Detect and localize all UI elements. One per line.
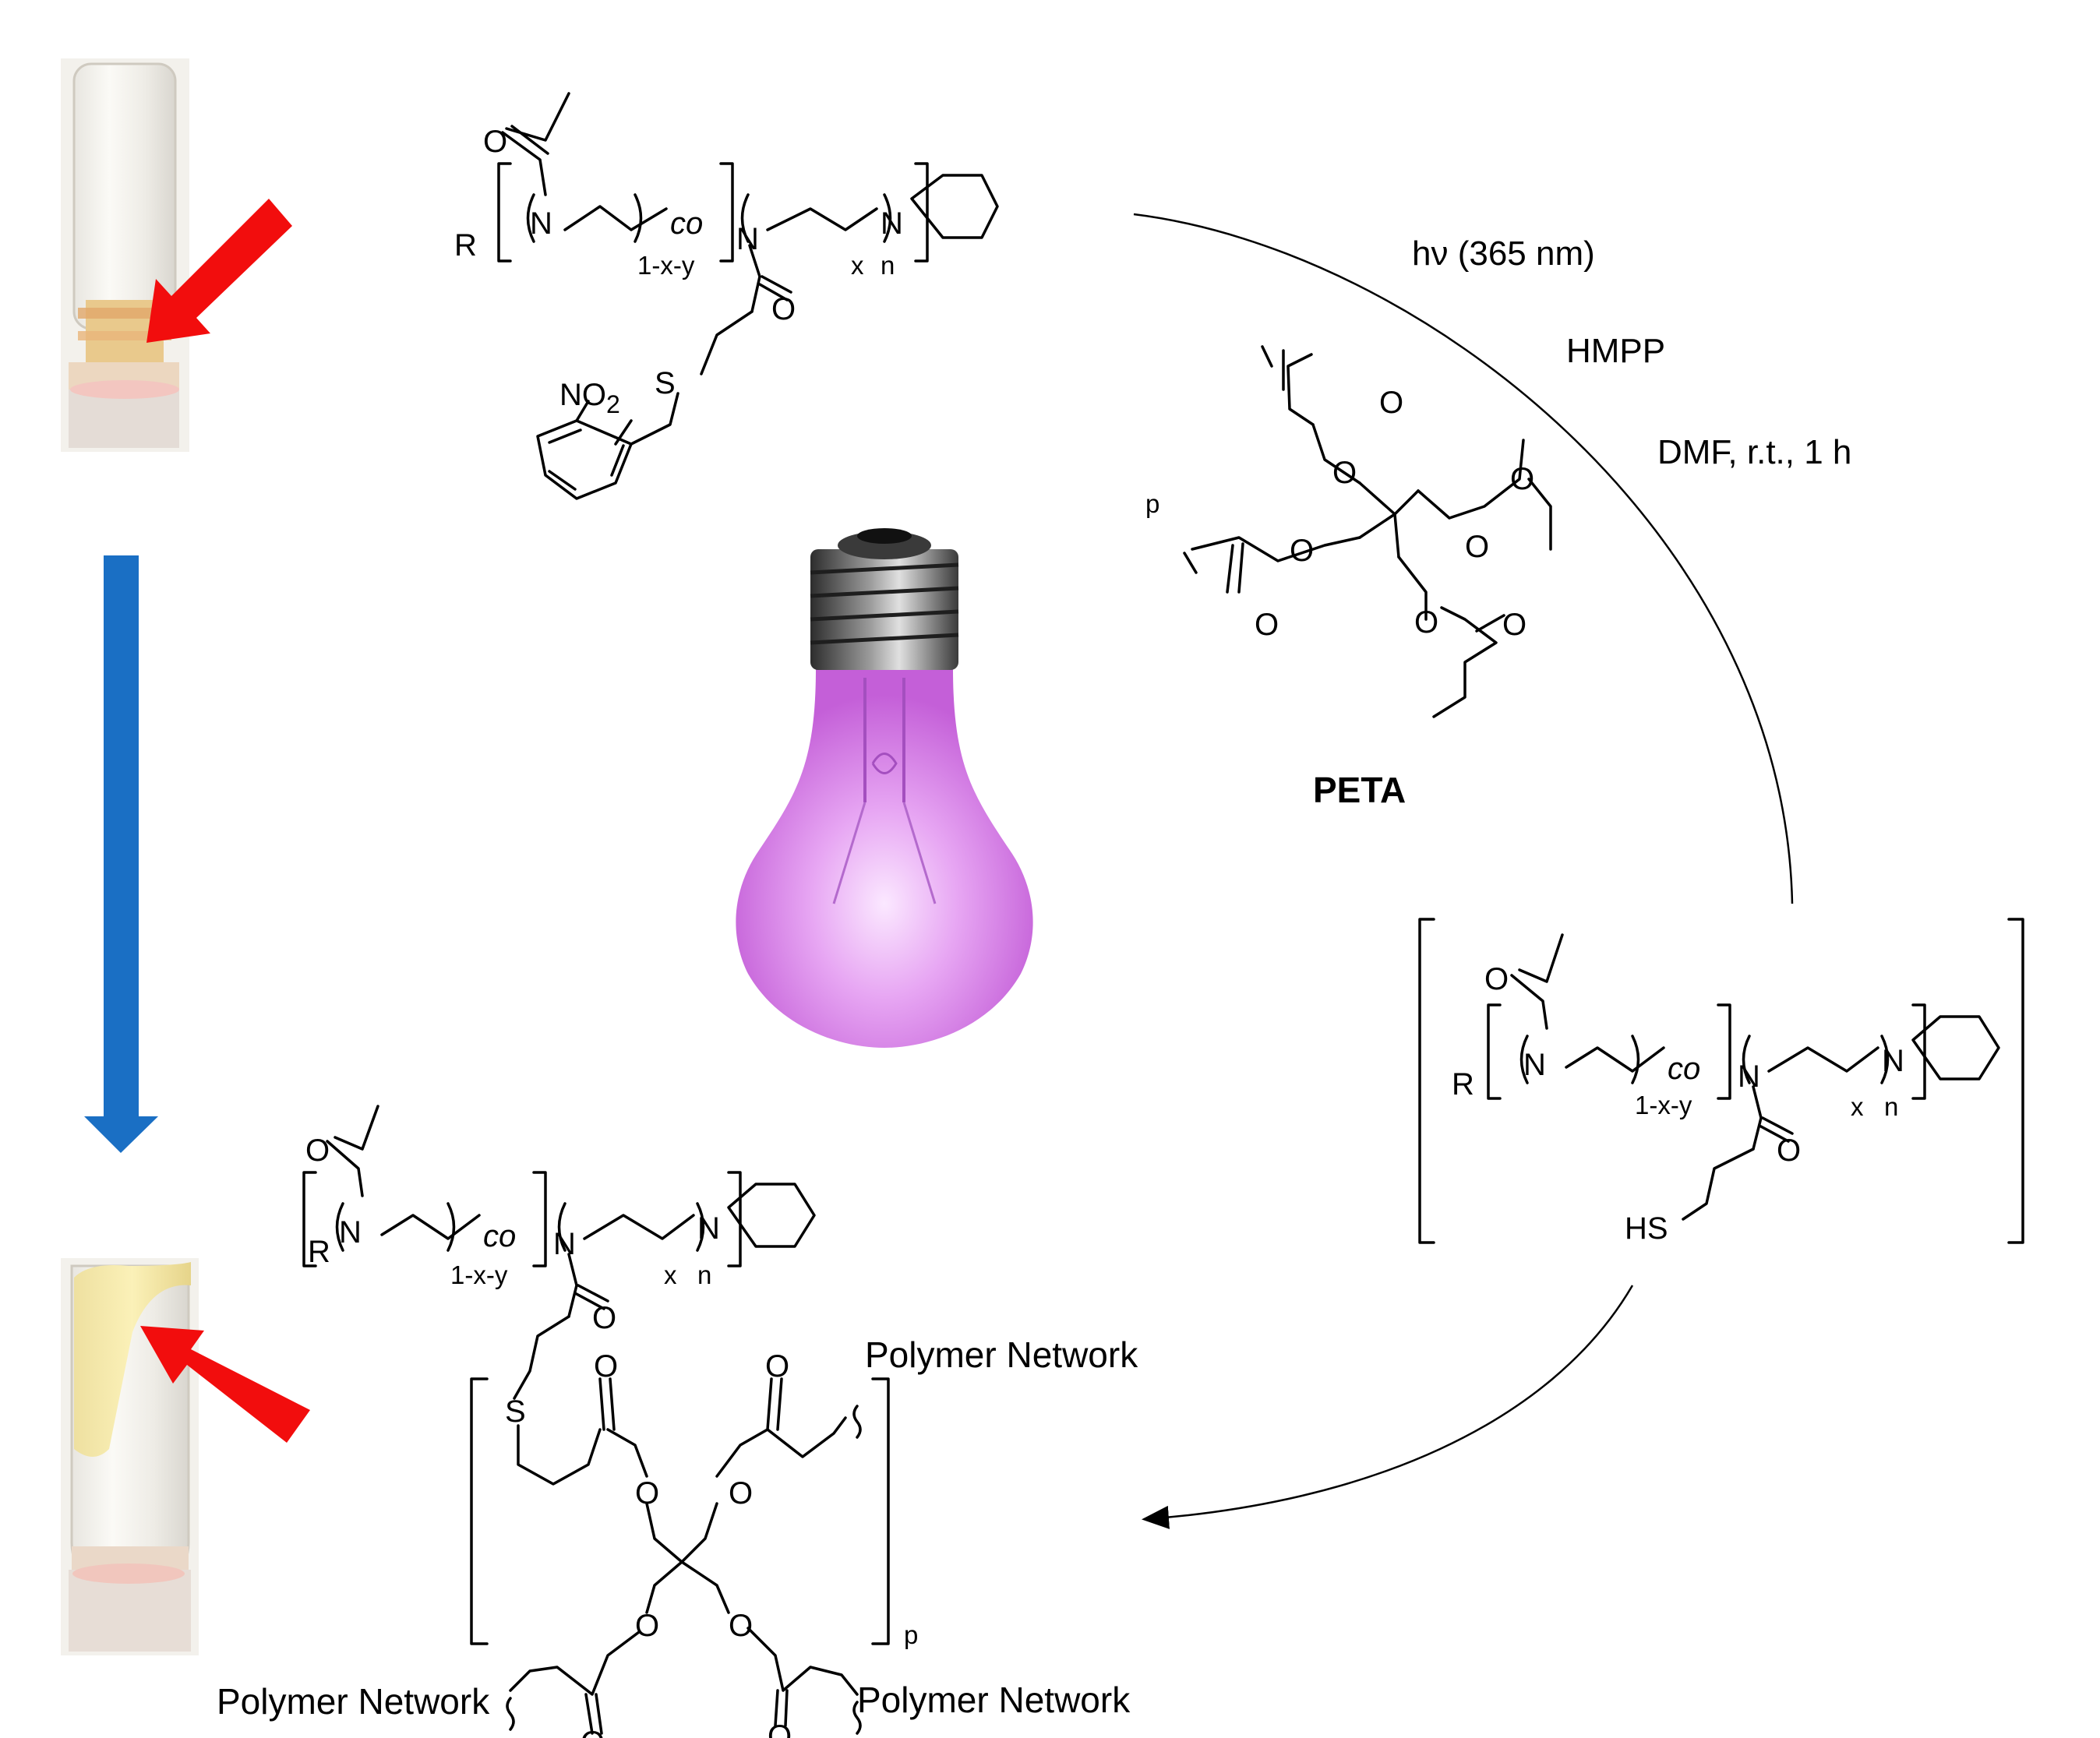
comonomer-label: co [483,1219,516,1253]
atom-o: O [1484,962,1509,996]
subscript-n: n [1884,1092,1898,1121]
condition-solvent-time: DMF, r.t., 1 h [1657,433,1851,471]
atom-o: O [635,1609,659,1643]
atom-o: O [483,125,507,159]
atom-o: O [1255,608,1279,642]
subscript-1-x-y: 1-x-y [1635,1091,1692,1119]
polymer-network-structure [302,1105,890,1735]
subscript-1-x-y: 1-x-y [637,251,695,280]
atom-o: O [1510,462,1534,496]
vial-photo-before [61,58,189,452]
atom-n: N [736,222,759,256]
thiol-group: HS [1625,1211,1668,1246]
atom-o: O [1290,534,1314,568]
atom-r: R [454,228,477,263]
atom-o: O [1502,608,1526,642]
atom-n: N [1882,1044,1904,1078]
atom-n: N [1523,1048,1546,1082]
label-polymer-network-top: Polymer Network [865,1334,1138,1375]
atom-n: N [881,206,903,241]
atom-n: N [1738,1059,1760,1094]
atom-o: O [635,1476,659,1511]
atom-o: O [1465,530,1489,564]
atom-o: O [305,1133,330,1168]
atom-o: O [729,1476,753,1511]
condition-initiator: HMPP [1566,332,1665,370]
atom-r: R [1452,1067,1474,1102]
subscript-x: x [1851,1092,1864,1121]
nitro-main: NO [559,378,606,412]
reaction-arc [1133,213,1794,1529]
nitro-sub: 2 [606,390,620,418]
atom-n: N [530,206,552,241]
polymer-thiol-structure [1418,918,2024,1244]
atom-o: O [729,1609,753,1643]
label-polymer-network-left: Polymer Network [217,1681,490,1722]
atom-n: N [339,1215,362,1250]
atom-o: O [581,1726,605,1738]
atom-o: O [771,292,796,326]
light-bulb-icon [736,528,1033,1048]
subscript-1-x-y: 1-x-y [450,1260,508,1289]
subscript-x: x [664,1260,677,1289]
polymer-protected-structure [497,92,999,500]
atom-o: O [765,1349,789,1384]
red-arrow-icon [140,1326,310,1443]
subscript-n: n [881,251,895,280]
vial-photo-after [61,1258,199,1655]
atom-s: S [655,366,676,400]
red-arrow-icon [146,199,292,343]
nitro-group: NO2 [559,378,620,418]
atom-o: O [768,1719,792,1738]
subscript-n: n [697,1260,711,1289]
atom-o: O [594,1349,618,1384]
atom-o: O [592,1301,616,1335]
condition-light: hν (365 nm) [1412,234,1595,273]
peta-structure [1183,345,1552,718]
peta-count-label: p [1145,489,1159,518]
atom-n: N [553,1227,576,1261]
comonomer-label: co [1668,1052,1700,1086]
atom-n: N [697,1211,720,1246]
atom-o: O [1414,605,1438,640]
atom-o: O [1379,386,1403,420]
atom-r: R [308,1235,330,1269]
atom-s: S [505,1394,526,1429]
comonomer-label: co [670,206,703,241]
network-repeat-subscript: p [904,1620,918,1649]
subscript-x: x [851,251,864,280]
atom-o: O [1777,1133,1801,1168]
label-polymer-network-right: Polymer Network [857,1680,1131,1720]
blue-arrow-icon [84,555,158,1153]
peta-label: PETA [1313,770,1406,810]
atom-o: O [1332,456,1357,490]
